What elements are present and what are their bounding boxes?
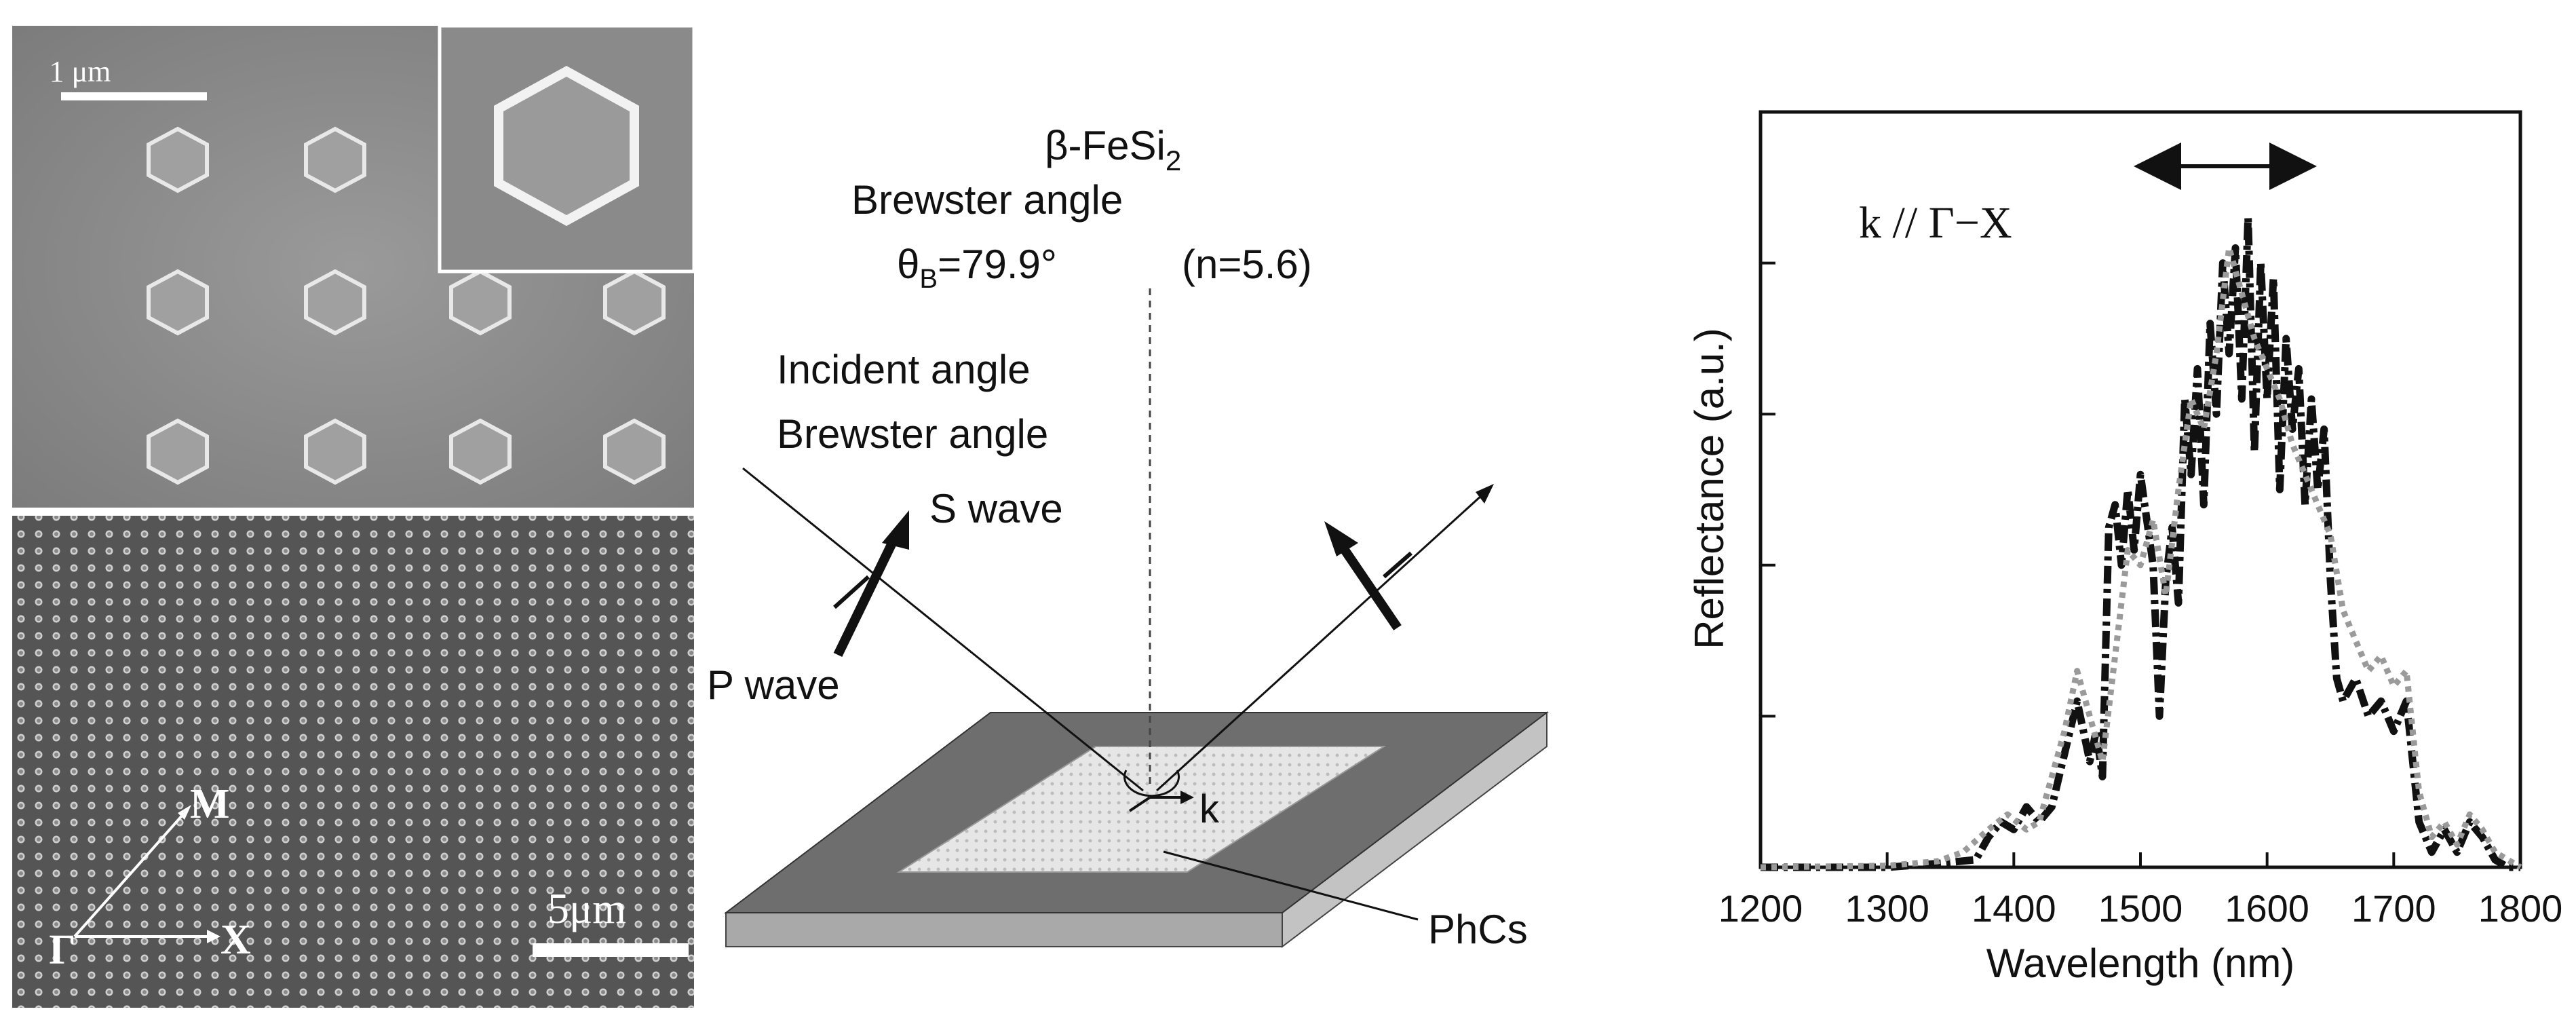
scale-bar-top <box>61 92 207 100</box>
brewster-title: Brewster angle <box>851 177 1123 223</box>
band-arrow-left-head <box>2134 143 2181 190</box>
k-label: k <box>1199 787 1220 831</box>
series-group <box>1760 214 2522 871</box>
phcs-leader <box>1163 850 1419 921</box>
y-ticks <box>1761 261 1775 718</box>
schematic-panel: k β-FeSi2 Brewster angle θB=79.9° (n=5.6… <box>707 123 1549 952</box>
x-tick-label: 1800 <box>2478 887 2563 930</box>
chart-annotation: k // Γ−X <box>1859 198 2012 248</box>
brewster-angle-arc <box>1123 770 1180 797</box>
x-ticks: 1200 1300 1400 1500 1600 1700 1800 <box>1718 852 2563 930</box>
sem-panel: 1 μm Γ M X 5μm <box>12 24 696 1008</box>
reflected-polarization-arrow <box>1336 540 1402 630</box>
hexagon-pillars <box>147 126 666 485</box>
m-label: M <box>190 781 230 827</box>
material-label: β-FeSi2 <box>1045 123 1181 176</box>
reflectance-chart: 1200 1300 1400 1500 1600 1700 1800 k // Γ−X Re… <box>1687 110 2563 986</box>
x-tick-label: 1400 <box>1972 887 2056 930</box>
band-arrow-right-head <box>2269 143 2317 190</box>
series-line-dotted <box>1760 244 2522 871</box>
scale-bar-top-label: 1 μm <box>50 55 111 88</box>
scale-bar-bottom <box>533 943 689 957</box>
incident-angle-label: Incident angle <box>777 347 1031 392</box>
s-wave-arrow <box>833 533 900 658</box>
p-wave-label: P wave <box>707 662 840 708</box>
series-line-dashed <box>1761 214 2520 871</box>
gamma-m-arrow <box>73 813 185 938</box>
x-tick-label: 1500 <box>2098 887 2183 930</box>
scale-bar-bottom-label: 5μm <box>547 884 626 932</box>
theta-b-value: θB=79.9° <box>897 242 1057 294</box>
x-tick-label: 1700 <box>2351 887 2436 930</box>
p-wave-arrow <box>832 575 870 609</box>
y-axis-label: Reflectance (a.u.) <box>1687 328 1732 649</box>
phc-region <box>896 746 1387 873</box>
x-label: X <box>220 917 251 963</box>
x-axis-label: Wavelength (nm) <box>1986 941 2295 986</box>
reflected-ray <box>1155 487 1491 792</box>
gamma-label: Γ <box>49 927 75 973</box>
incident-ray <box>742 467 1144 792</box>
brewster-angle-label: Brewster angle <box>777 411 1048 457</box>
s-wave-label: S wave <box>929 486 1063 531</box>
refractive-index: (n=5.6) <box>1182 242 1312 287</box>
inset-hexagon <box>494 66 639 226</box>
slab-front-face <box>725 912 1283 947</box>
x-tick-label: 1600 <box>2225 887 2309 930</box>
sem-bottom-image <box>12 516 694 1008</box>
x-tick-label: 1300 <box>1845 887 1929 930</box>
phcs-label: PhCs <box>1428 907 1528 952</box>
x-tick-label: 1200 <box>1718 887 1803 930</box>
